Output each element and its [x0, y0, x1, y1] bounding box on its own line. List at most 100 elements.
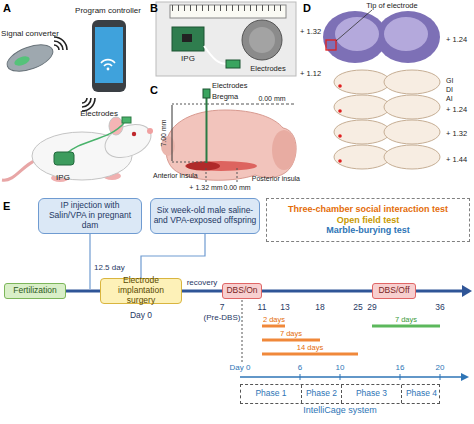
- day-number: 29: [367, 303, 376, 312]
- day-number: 7: [220, 303, 225, 312]
- cortex-layer: [384, 17, 428, 51]
- bregma-line: [206, 104, 296, 105]
- region-label: GI: [446, 77, 453, 84]
- dimension-label: 7.00 mm: [160, 119, 167, 146]
- region-label: Posterior insula: [252, 175, 300, 182]
- day-number: 20: [436, 364, 445, 372]
- tip-dot: [338, 109, 342, 113]
- dimension-label: 0.00 mm: [223, 184, 250, 191]
- brain-outline: [166, 110, 296, 180]
- rat-tail: [2, 160, 36, 180]
- part-label: Tip of electrode: [366, 2, 417, 10]
- stimulation-box: DBS/Off: [372, 283, 416, 299]
- signal-converter: [4, 39, 57, 76]
- coordinate-label: + 1.32: [446, 130, 467, 138]
- day-number: 10: [336, 364, 345, 372]
- part-label: Bregma: [212, 93, 238, 101]
- ruler-ticks: [172, 5, 284, 11]
- connector-line: [141, 234, 205, 278]
- converter-light: [13, 55, 31, 68]
- electrode-plug: [226, 60, 240, 68]
- timeline-segment: [182, 290, 222, 293]
- box-text: Phase 2: [304, 389, 339, 399]
- wireless-symbol: [54, 37, 67, 50]
- coordinate-label: + 1.12: [300, 70, 321, 78]
- dimension-line: [206, 168, 207, 182]
- phase-cell: Phase 4: [401, 385, 441, 403]
- wave: [82, 98, 91, 107]
- part-label: Signal converter: [1, 30, 59, 38]
- box-text: Six week-old male saline- and VPA-expose…: [151, 206, 259, 226]
- dimension-line: [172, 162, 206, 163]
- box-text: IP injection with Salin/VPA in pregnant …: [39, 201, 141, 230]
- hemisphere: [323, 11, 387, 63]
- part-label: Electrodes: [212, 82, 247, 90]
- timeline-arrowhead: [462, 285, 472, 297]
- wave: [54, 41, 63, 50]
- panel-letter: B: [150, 3, 158, 14]
- part-label: IPG: [56, 174, 70, 182]
- section-outline: [384, 70, 440, 94]
- day-number: 6: [298, 364, 302, 372]
- box-text: Electrode implantation surgery: [101, 276, 181, 305]
- leader-line: [336, 10, 372, 41]
- period-bar: [262, 339, 320, 342]
- wave: [54, 37, 67, 50]
- part-label: IPG: [181, 55, 195, 63]
- box-text: Fertilization: [11, 286, 58, 296]
- wave: [54, 45, 59, 50]
- period-bar: [372, 325, 440, 328]
- axis-arrowhead: [461, 373, 469, 381]
- time-label: (Pre-DBS): [204, 314, 241, 322]
- section-outline: [384, 95, 440, 119]
- region-label: AI: [446, 95, 453, 102]
- day-number: 18: [315, 303, 324, 312]
- section-outline: [334, 145, 390, 169]
- wave: [82, 98, 87, 103]
- rat-eye: [132, 132, 136, 136]
- battery: [242, 20, 282, 60]
- section-outline: [334, 70, 390, 94]
- dimension-line: [172, 105, 173, 161]
- intellicage-box: IntelliCage systemPhase 1Phase 2Phase 3P…: [240, 384, 440, 404]
- electrode-cap: [122, 117, 131, 123]
- box-text: Phase 3: [354, 389, 389, 399]
- coordinate-label: + 1.32: [300, 28, 321, 36]
- time-label: recovery: [187, 279, 218, 287]
- day-axis: [240, 376, 462, 378]
- section-outline: [384, 145, 440, 169]
- rat-head: [100, 118, 156, 164]
- device-photo: [156, 2, 296, 76]
- axis-tick: [340, 374, 341, 380]
- step-box: IP injection with Salin/VPA in pregnant …: [38, 198, 142, 234]
- dotted-guide: [242, 300, 243, 362]
- phase-cell: Phase 1: [241, 385, 301, 403]
- stage-box: Electrode implantation surgery: [100, 278, 182, 304]
- period-bar: [262, 353, 358, 356]
- part-label: Electrodes: [250, 65, 285, 73]
- converter-body: [4, 39, 57, 76]
- box-text: DBS/On: [224, 286, 259, 296]
- box-text: DBS/Off: [376, 286, 411, 296]
- duration-label: 2 days: [263, 316, 285, 324]
- coronal-sections: [323, 10, 440, 169]
- box-heading: IntelliCage system: [241, 403, 439, 415]
- electrode-head: [203, 89, 210, 98]
- duration-label: 7 days: [280, 330, 302, 338]
- hemisphere: [376, 11, 440, 63]
- ipg-implant: [54, 152, 74, 165]
- anterior-insula: [186, 162, 220, 171]
- panel-letter: C: [150, 85, 158, 96]
- part-label: Program controller: [75, 7, 141, 15]
- day-number: 25: [353, 303, 362, 312]
- wave-dot: [107, 68, 110, 71]
- box-text: Phase 4: [404, 389, 439, 399]
- cerebellum: [272, 130, 296, 170]
- part-label: Electrodes: [80, 110, 118, 118]
- tip-marker: [326, 40, 336, 50]
- chip: [182, 34, 192, 42]
- box-text: Phase 1: [253, 389, 288, 399]
- cortex-layer: [335, 17, 379, 51]
